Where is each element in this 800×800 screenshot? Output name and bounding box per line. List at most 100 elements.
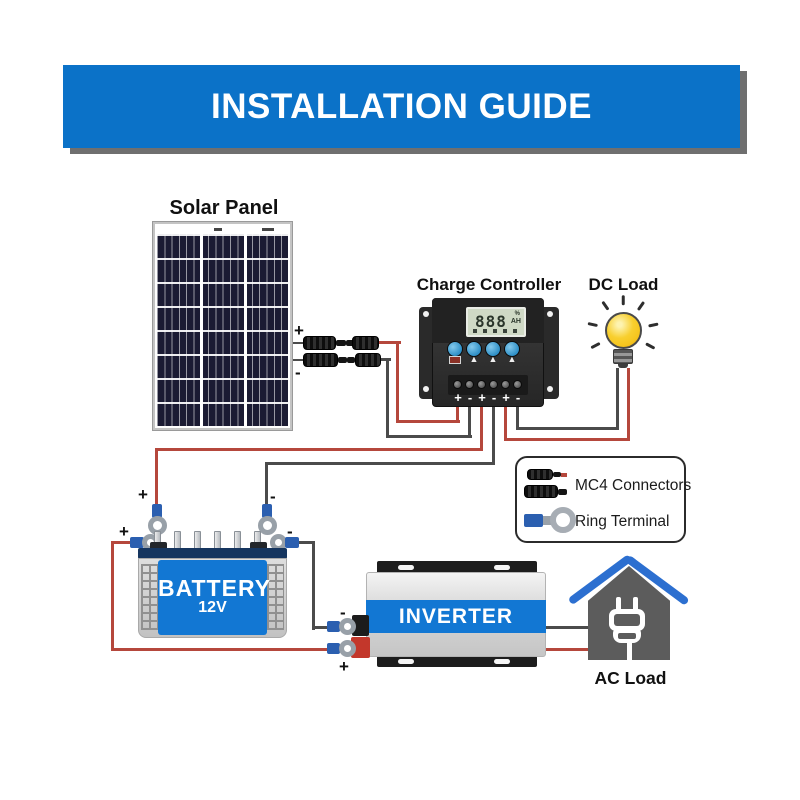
light-ray-icon: [621, 295, 625, 306]
bulb-base-icon: [613, 349, 633, 364]
wire-segment: [456, 403, 459, 423]
battery-vent-grid: [267, 564, 284, 630]
battery-top-minus-sign: -: [270, 487, 276, 506]
legend-mc4-icon: [527, 469, 553, 480]
battery-name: BATTERY: [158, 575, 272, 601]
mount-slot-icon: [494, 565, 510, 570]
screw-hole-icon: [547, 311, 553, 317]
ring-terminal-sleeve: [285, 537, 299, 548]
panel-top-mark: [262, 228, 274, 231]
wire-segment: [265, 462, 268, 508]
terminal-screw: [477, 380, 486, 389]
ring-terminal-sleeve: [327, 643, 340, 654]
wire-segment: [312, 541, 315, 630]
wire-segment: [545, 626, 590, 629]
battery-vent-grid: [141, 564, 158, 630]
wire-segment: [290, 342, 304, 344]
wire-segment: [627, 368, 630, 441]
legend-ring-loop-icon: [550, 507, 576, 533]
ac-load-label: AC Load: [594, 668, 667, 688]
legend-ring-neck-icon: [543, 516, 551, 525]
terminal-sign: -: [467, 390, 473, 405]
screw-hole-icon: [423, 386, 429, 392]
ring-terminal-sleeve: [262, 504, 272, 518]
mc4-nose-icon: [346, 340, 354, 346]
wire-segment: [516, 427, 619, 430]
wire-segment: [155, 448, 158, 508]
solar-plus-sign: +: [294, 321, 304, 340]
light-ray-icon: [648, 322, 659, 328]
light-ray-icon: [590, 342, 601, 350]
wire-segment: [504, 403, 507, 441]
controller-button: [447, 341, 463, 357]
battery-top-plus-sign: +: [138, 485, 148, 504]
light-ray-icon: [601, 301, 610, 311]
mc4-nose-icon: [338, 357, 347, 363]
battery-post: [214, 531, 221, 549]
battery-post: [234, 531, 241, 549]
ring-terminal-sleeve: [130, 537, 144, 548]
mount-slot-icon: [398, 565, 414, 570]
terminal-sign: +: [478, 390, 486, 405]
light-ray-icon: [636, 301, 645, 311]
panel-divider: [244, 234, 247, 426]
panel-top-mark: [214, 228, 222, 231]
wire-segment: [265, 462, 495, 465]
battery-side-minus-sign: -: [287, 522, 293, 541]
legend-mc4-label: MC4 Connectors: [575, 477, 692, 494]
light-ray-icon: [587, 322, 598, 328]
terminal-sign: -: [515, 390, 521, 405]
terminal-sign: -: [491, 390, 497, 405]
legend-mc4-nose-icon: [553, 472, 561, 477]
mc4-connector-icon: [352, 336, 379, 350]
wire-segment: [504, 438, 630, 441]
battery-top-bar: [138, 548, 287, 559]
wire-segment: [492, 403, 495, 465]
legend-ring-label: Ring Terminal: [575, 513, 670, 530]
mount-slot-icon: [398, 659, 414, 664]
controller-lcd: 888 % AH: [466, 307, 526, 337]
plug-cord-icon: [627, 641, 632, 660]
ring-terminal-loop: [339, 618, 356, 635]
page-title: INSTALLATION GUIDE: [210, 87, 592, 126]
mc4-connector-icon: [355, 353, 381, 367]
warning-triangle-icon: ▲: [488, 354, 498, 364]
lcd-percent-unit: %: [514, 311, 520, 317]
terminal-screw: [453, 380, 462, 389]
solar-cells-grid: [157, 234, 288, 426]
header-banner: INSTALLATION GUIDE: [63, 65, 740, 148]
inverter-positive-terminal: [351, 637, 370, 658]
terminal-screw: [465, 380, 474, 389]
wire-segment: [386, 358, 389, 438]
legend-mc4-nose-icon: [558, 489, 567, 495]
plug-prong-icon: [616, 597, 621, 612]
plug-prong-icon: [633, 597, 638, 612]
dc-load-label: DC Load: [588, 275, 659, 294]
inverter-label-band: INVERTER: [366, 600, 546, 633]
battery-post: [194, 531, 201, 549]
bulb-contact-icon: [618, 364, 628, 368]
mc4-connector-icon: [303, 353, 338, 367]
light-ray-icon: [645, 342, 656, 350]
screw-hole-icon: [547, 386, 553, 392]
solar-minus-sign: -: [295, 363, 301, 382]
terminal-screw: [489, 380, 498, 389]
battery-label-panel: [158, 560, 267, 635]
wire-segment: [545, 648, 590, 651]
wire-segment: [468, 403, 471, 438]
terminal-screw: [513, 380, 522, 389]
terminal-screw: [501, 380, 510, 389]
inverter-negative-terminal: [352, 615, 369, 636]
inverter-minus-sign: -: [340, 603, 346, 622]
controller-button: [485, 341, 501, 357]
wire-segment: [312, 626, 332, 629]
panel-divider: [200, 234, 203, 426]
lcd-status-icons: [473, 329, 519, 333]
inverter-name: INVERTER: [398, 605, 514, 628]
battery-side-plus-sign: +: [119, 522, 129, 541]
mc4-nose-icon: [336, 340, 346, 346]
wire-segment: [111, 648, 331, 651]
wire-segment: [379, 358, 391, 361]
lcd-value: 888: [475, 312, 507, 331]
